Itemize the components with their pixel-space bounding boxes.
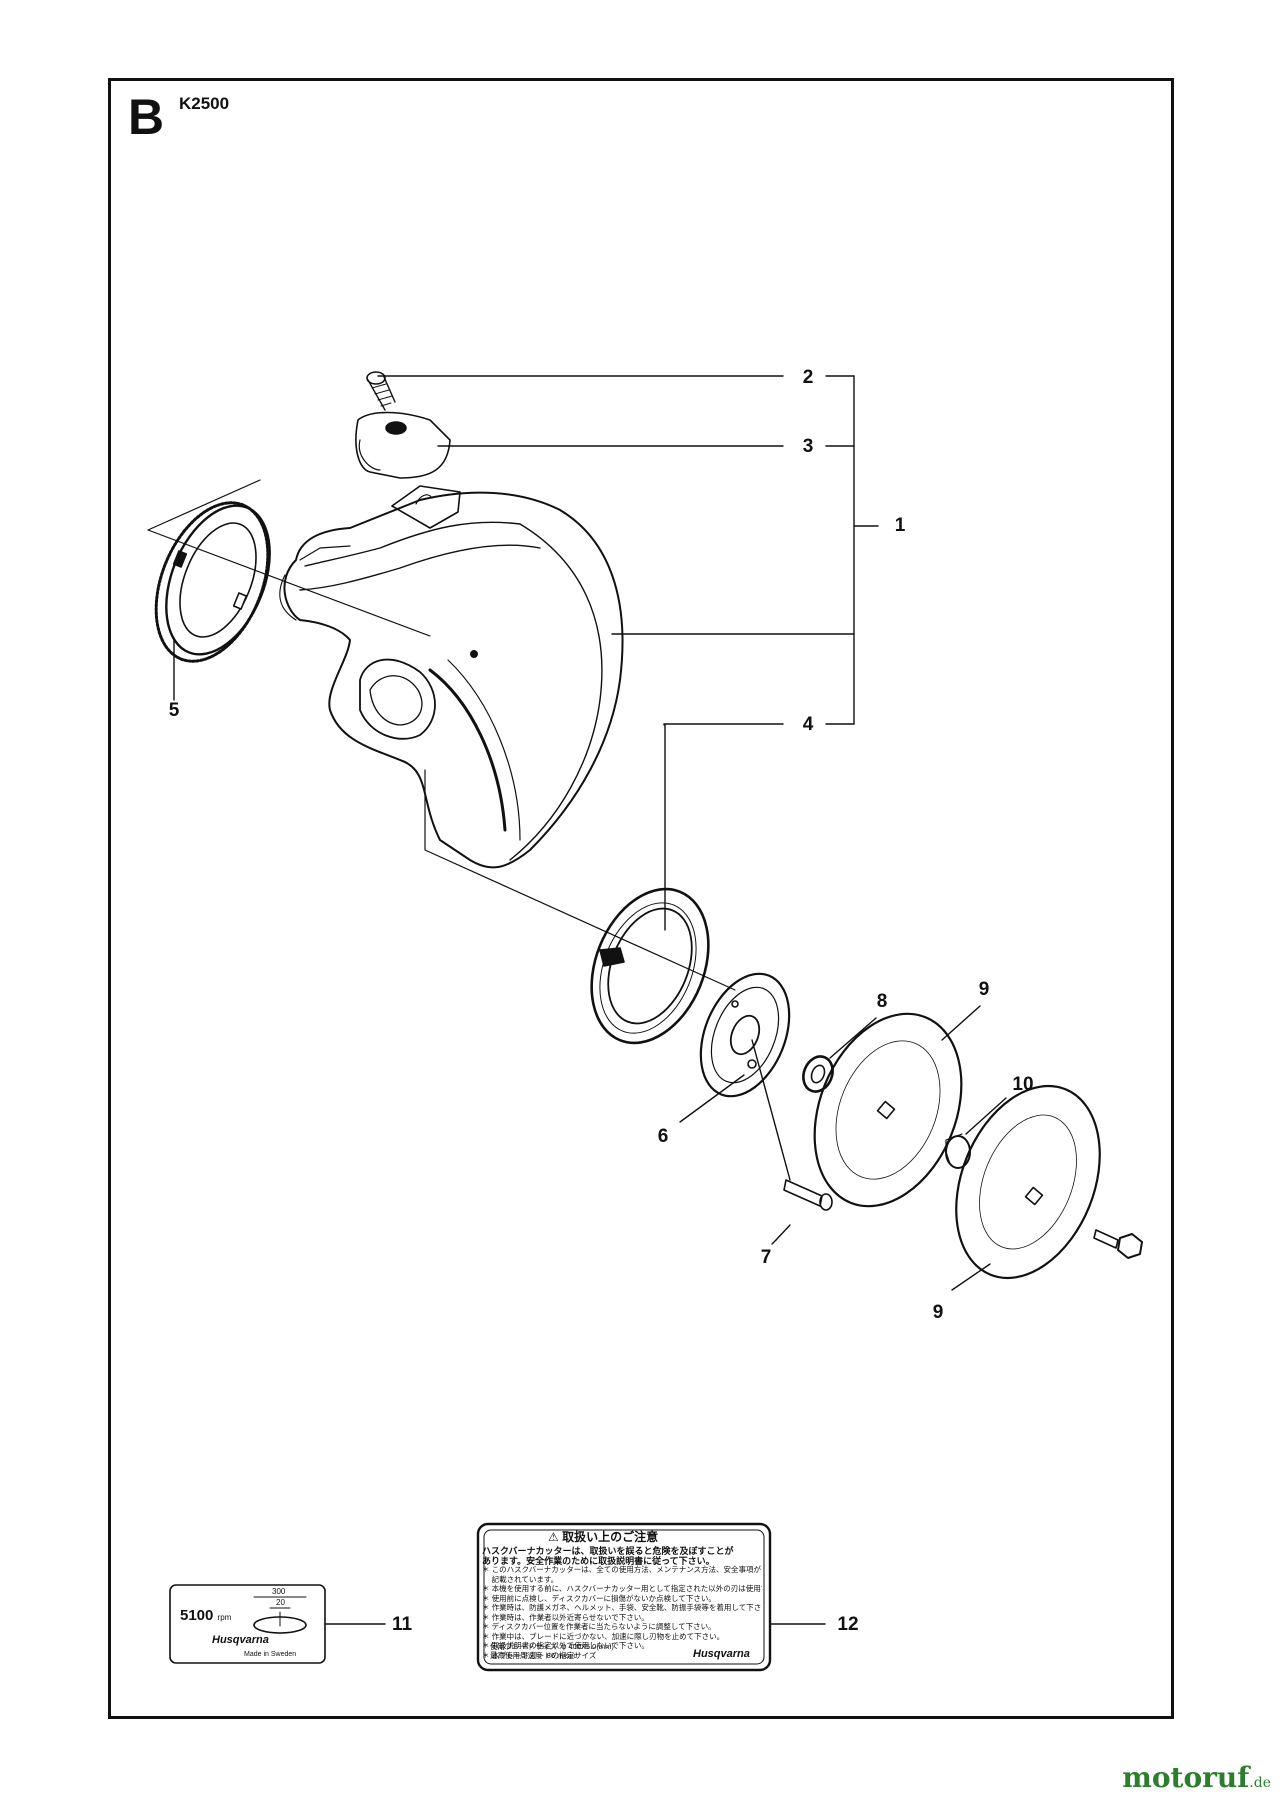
plate-brand-logo: Husqvarna <box>212 1634 269 1646</box>
callout-8: 8 <box>876 991 888 1012</box>
plate-rpm: 5100 rpm <box>180 1607 232 1624</box>
decal-line: ＊ ディスクカバー位置を作業者に当たらないように調整して下さい。 <box>482 1622 716 1631</box>
part-5-toothed-ring <box>154 501 271 663</box>
decal-spec: 使用ブレードサイズ φ 400X5.0(mm) 最高使用周速度 86 m/sec <box>490 1642 614 1661</box>
decal-line: ハスクバーナカッターは、取扱いを誤ると危険を及ぼすことが <box>482 1546 734 1556</box>
part-6-flange <box>699 972 791 1098</box>
decal-spec-label-1: 使用ブレードサイズ <box>490 1642 558 1651</box>
callout-3: 3 <box>802 436 814 457</box>
callout-1: 1 <box>894 515 906 536</box>
decal-line: ＊ 本機を使用する前に、ハスクバーナカッター用として指定された以外の刃は使用でき… <box>482 1584 762 1593</box>
callout-12: 12 <box>837 1614 859 1635</box>
decal-line: ＊ 作業時は、防護メガネ、ヘルメット、手袋、安全靴、防振手袋等を着用して下さい。 <box>482 1603 762 1612</box>
decal-line: ＊ 使用前に点検し、ディスクカバーに損傷がないか点検して下さい。 <box>482 1593 716 1603</box>
callout-5: 5 <box>168 700 180 721</box>
callout-9-upper: 9 <box>978 979 990 1000</box>
part-8-washer <box>802 1055 834 1093</box>
drawing-frame <box>108 78 1174 1719</box>
model-label: K2500 <box>179 94 230 113</box>
decal-line: ＊ 取扱説明書の指定以外で使用しないで下さい。 <box>482 1641 649 1650</box>
decal-body: ハスクバーナカッターは、取扱いを誤ると危険を及ぼすことが あります。安全作業のた… <box>482 1546 762 1660</box>
decal-line: ＊ 作業時は、作業者以外近寄らせないで下さい。 <box>482 1612 649 1622</box>
callout-6: 6 <box>657 1126 669 1147</box>
section-letter: B <box>128 89 165 145</box>
plate-made-in: Made in Sweden <box>244 1651 297 1658</box>
decal-spec-value-1: φ 400X5.0(mm) <box>561 1642 614 1651</box>
callout-11: 11 <box>391 1614 413 1635</box>
decal-title: ⚠ 取扱い上のご注意 <box>548 1530 659 1544</box>
part-4-bearing-ring <box>590 887 710 1045</box>
part-11-rating-plate <box>169 1584 326 1664</box>
decal-spec-label-2: 最高使用周速度 <box>490 1651 543 1661</box>
part-9-disc-lower <box>955 1084 1101 1280</box>
callout-2: 2 <box>802 367 814 388</box>
part-bolt-nut <box>1093 1229 1143 1259</box>
decal-line: ＊ 作業中は、ブレードに近づかない、加速に際し刃物を止めて下さい。 <box>482 1631 725 1641</box>
part-1-blade-guard <box>279 485 624 869</box>
decal-spec-value-2: 86 m/sec <box>546 1651 578 1661</box>
part-2-screw <box>366 371 396 411</box>
decal-line: あります。安全作業のために取扱説明書に従って下さい。 <box>482 1555 715 1566</box>
decal-line: ＊ このハスクバーナカッターは、全ての使用方法、メンテナンス方法、安全事項が <box>482 1565 762 1574</box>
decal-line: ＊ 本ブレードガードの指定サイズ <box>482 1650 597 1660</box>
part-12-warning-decal <box>476 1522 772 1672</box>
plate-dim-inner: 20 <box>276 1598 285 1607</box>
part-10-bushing <box>945 1133 971 1169</box>
plate-dim-outer: 300 <box>272 1587 286 1596</box>
leader-lines <box>147 375 1007 1625</box>
part-3-clamp <box>355 411 451 479</box>
part-7-bolt <box>783 1179 833 1211</box>
decal-brand-logo: Husqvarna <box>693 1648 750 1660</box>
part-9-disc-upper <box>813 1012 963 1208</box>
watermark: motoruf.de <box>1122 1761 1271 1794</box>
callout-9-lower: 9 <box>932 1302 944 1323</box>
decal-line: 記載されています。 <box>482 1574 559 1584</box>
callout-7: 7 <box>760 1247 772 1268</box>
callout-4: 4 <box>802 714 814 735</box>
callout-10: 10 <box>1012 1074 1034 1095</box>
